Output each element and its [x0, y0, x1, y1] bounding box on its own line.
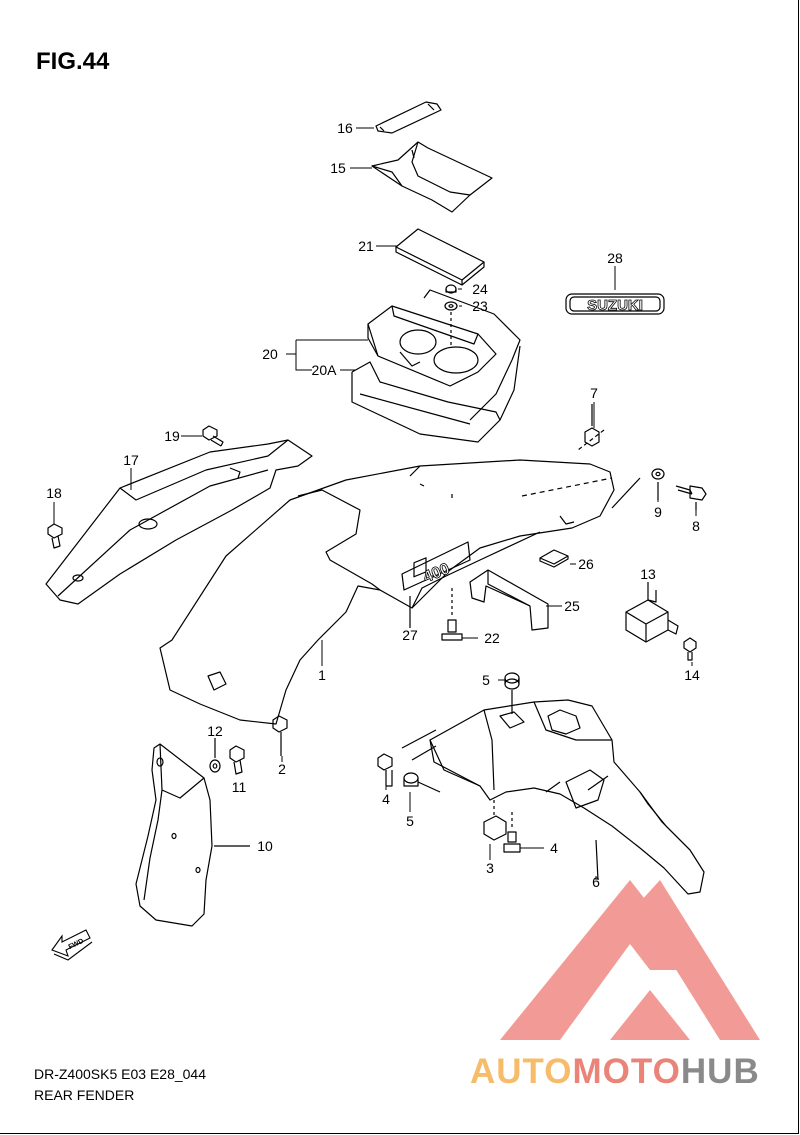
label-part-22: 22 — [484, 630, 500, 646]
part-15-tool-bag — [371, 141, 493, 213]
label-part-12: 12 — [207, 723, 223, 739]
label-part-4-lower: 4 — [550, 840, 558, 856]
label-part-26: 26 — [578, 556, 594, 572]
label-part-6: 6 — [592, 874, 600, 890]
part-18-bolt — [47, 523, 63, 549]
part-3-clip — [483, 800, 507, 841]
watermark-logo-icon — [500, 880, 760, 1040]
label-part-3: 3 — [486, 860, 494, 876]
label-part-2: 2 — [278, 761, 286, 777]
part-4-bolt-lower — [503, 812, 521, 853]
emblem-text: SUZUKI — [587, 297, 643, 314]
part-4-bolt-left — [377, 753, 393, 787]
part-28-emblem — [565, 293, 665, 315]
part-26-pad — [539, 549, 569, 568]
label-part-25: 25 — [564, 598, 580, 614]
part-5-collar-lower — [403, 772, 441, 793]
part-5-collar-upper — [504, 672, 520, 714]
part-13-relay — [625, 582, 679, 643]
label-part-15: 15 — [330, 160, 346, 176]
label-part-20: 20 — [262, 346, 278, 362]
part-25-grip — [469, 569, 549, 631]
watermark-part-hub: HUB — [680, 1052, 760, 1091]
label-part-13: 13 — [640, 566, 656, 582]
label-part-23: 23 — [472, 298, 488, 314]
part-8-bolt — [675, 485, 707, 510]
part-27-decal — [401, 541, 471, 628]
watermark-part-moto: MOTO — [572, 1052, 681, 1091]
part-17-mudguard — [45, 439, 313, 605]
part-23-washer — [444, 301, 458, 348]
part-1-rear-fender — [159, 429, 641, 725]
watermark-text: AUTOMOTOHUB — [470, 1052, 760, 1092]
label-part-20a: 20A — [312, 362, 338, 378]
label-part-19: 19 — [164, 428, 180, 444]
part-22-bolt — [441, 588, 463, 641]
label-part-4-left: 4 — [382, 791, 390, 807]
part-10-mud-flap — [135, 743, 250, 927]
label-part-11: 11 — [232, 779, 247, 795]
label-part-10: 10 — [257, 838, 273, 854]
label-part-7: 7 — [590, 385, 598, 401]
label-part-21: 21 — [358, 238, 374, 254]
part-6-inner-fender — [401, 699, 705, 895]
watermark-part-auto: AUTO — [470, 1052, 573, 1091]
part-16-strap — [375, 101, 442, 134]
label-part-24: 24 — [472, 281, 488, 297]
fwd-arrow-icon: FWD — [51, 929, 93, 961]
part-19-bolt — [202, 425, 224, 447]
part-20a-battery-holder — [351, 345, 521, 443]
part-24-nut — [445, 284, 457, 294]
label-part-28: 28 — [607, 250, 623, 266]
label-part-1: 1 — [318, 667, 326, 683]
section-name: REAR FENDER — [34, 1087, 135, 1103]
label-part-8: 8 — [692, 518, 700, 534]
figure-title: FIG.44 — [36, 48, 110, 75]
part-20-battery-case — [367, 289, 521, 387]
label-part-9: 9 — [654, 504, 662, 520]
part-7-clip — [584, 404, 600, 447]
label-part-16: 16 — [337, 120, 353, 136]
label-part-27: 27 — [402, 627, 418, 643]
model-code: DR-Z400SK5 E03 E28_044 — [34, 1066, 206, 1082]
label-part-5-lower: 5 — [406, 813, 414, 829]
label-part-18: 18 — [46, 485, 62, 501]
part-11-bolt — [229, 745, 245, 775]
part-21-pad — [395, 228, 485, 286]
label-part-14: 14 — [684, 667, 700, 683]
part-2-bolt — [272, 715, 288, 756]
label-part-17: 17 — [123, 452, 139, 468]
label-part-5-upper: 5 — [482, 672, 490, 688]
part-14-screw — [683, 637, 697, 661]
